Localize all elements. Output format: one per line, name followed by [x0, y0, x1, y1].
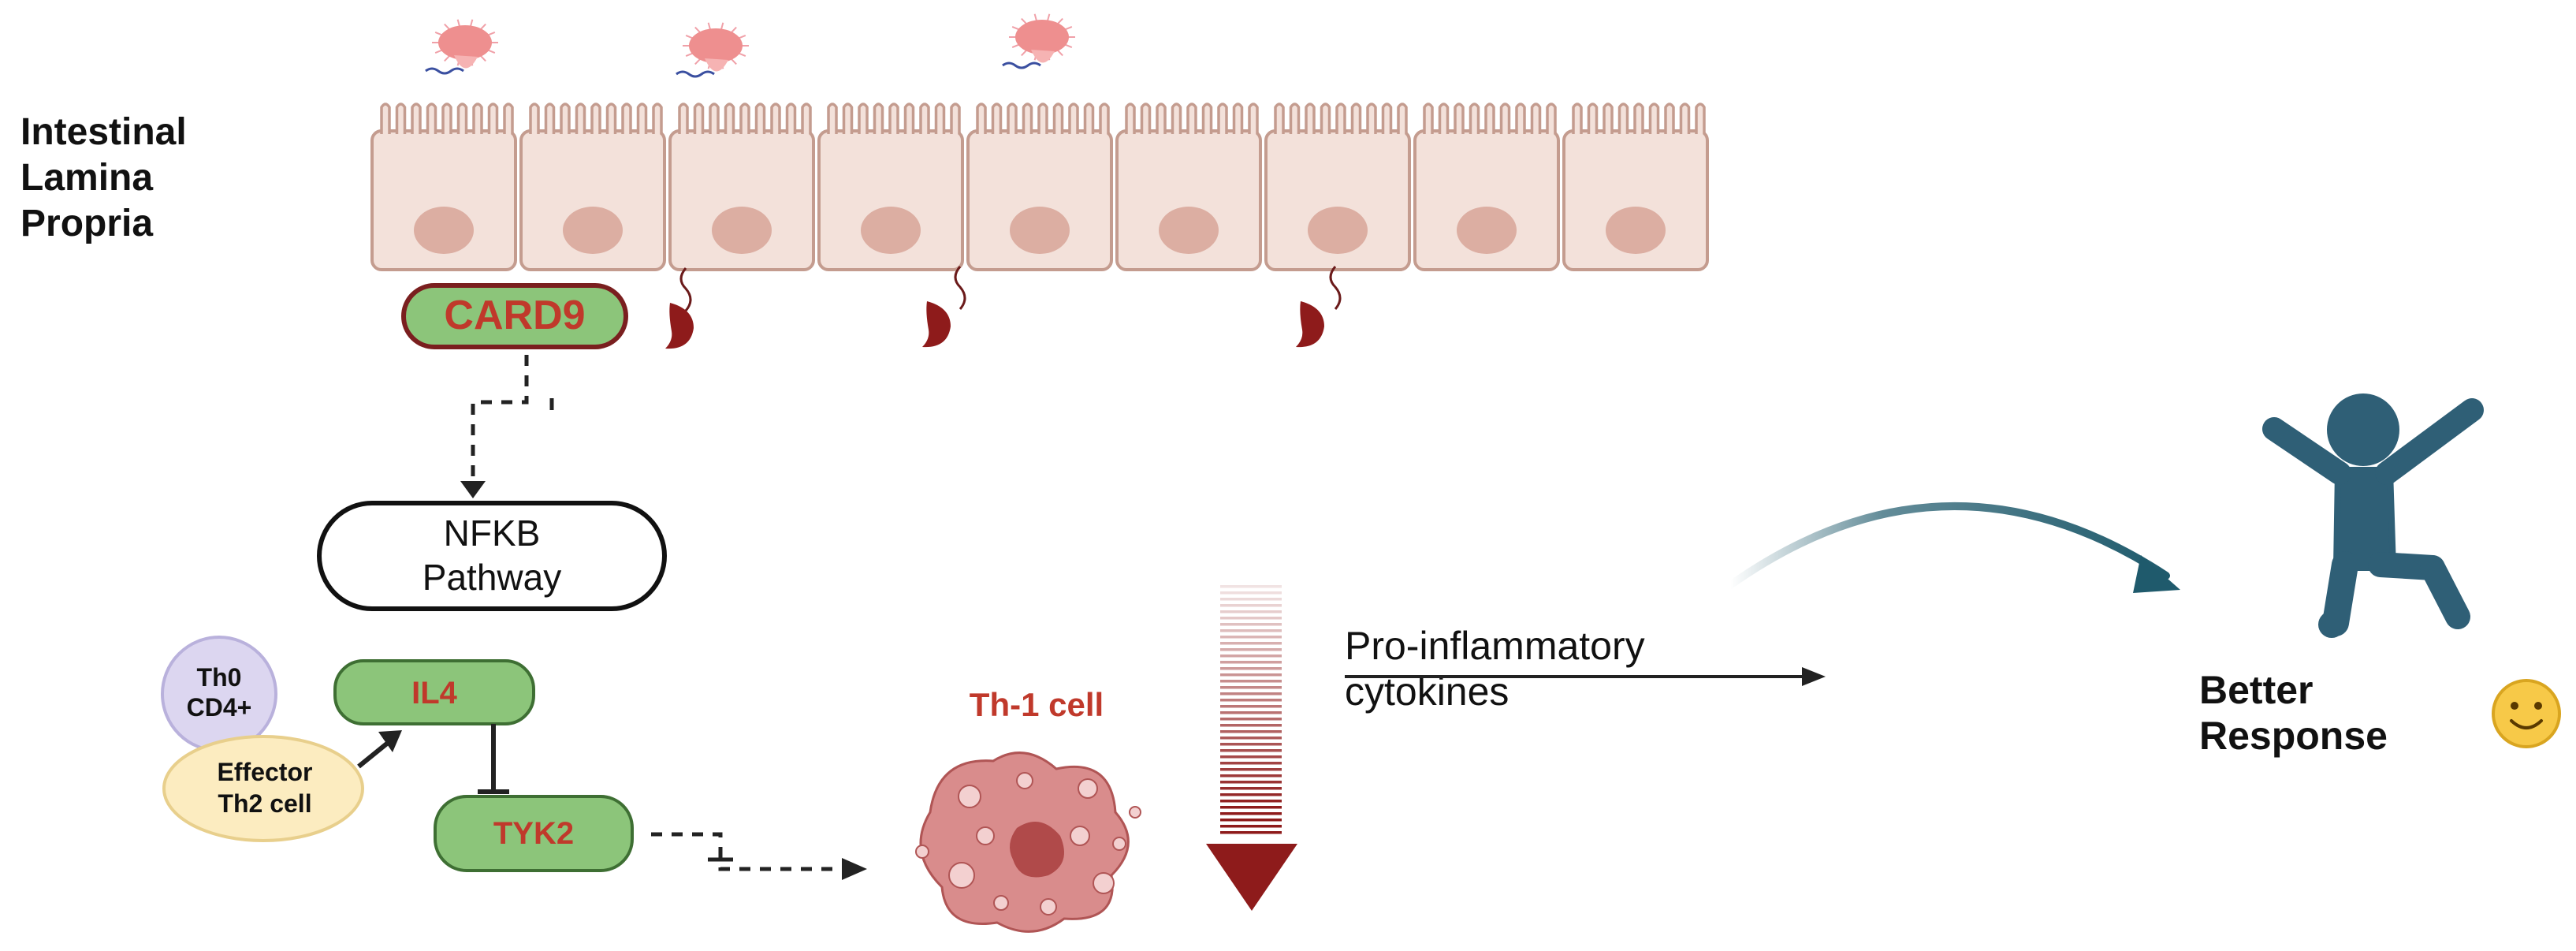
effector-th2-cell: Effector Th2 cell	[162, 735, 364, 842]
th1-cell-granule	[1093, 872, 1115, 894]
cell-nucleus	[1606, 207, 1666, 254]
cell-nucleus	[414, 207, 474, 254]
outcome-label-line-2: Response	[2199, 714, 2388, 758]
bacterium-icon	[1002, 13, 1075, 69]
region-label-line-1: Intestinal	[20, 111, 187, 153]
nfkb-label-line-1: NFKB	[444, 513, 541, 554]
card9-node: CARD9	[401, 283, 628, 349]
il4-label: IL4	[411, 676, 458, 710]
microvilli	[1572, 103, 1706, 134]
th1-cell-granule	[1078, 778, 1098, 799]
card9-label: CARD9	[444, 293, 585, 338]
cell-nucleus	[1159, 207, 1219, 254]
bacterium-icon	[676, 22, 749, 78]
il4-node: IL4	[333, 659, 535, 725]
epithelial-cell	[1264, 103, 1411, 271]
effector-label-line-2: Th2 cell	[218, 789, 311, 818]
nfkb-pathway-node: NFKB Pathway	[317, 501, 667, 611]
th1-cell-granule	[1112, 837, 1126, 851]
curved-arrow-to-response	[1726, 502, 2180, 593]
cytokines-label: Pro-inflammatory cytokines	[1345, 624, 1645, 714]
th1-cell-granule	[958, 785, 981, 808]
cell-nucleus	[712, 207, 772, 254]
microvilli	[380, 103, 514, 134]
microvilli	[976, 103, 1110, 134]
microvilli	[678, 103, 812, 134]
outcome-label-line-1: Better	[2199, 668, 2313, 712]
th1-cell-nucleus	[1010, 822, 1064, 878]
region-label-line-2: Lamina	[20, 157, 153, 199]
region-label-line-3: Propria	[20, 203, 153, 244]
cell-nucleus	[1457, 207, 1517, 254]
cell-nucleus	[1308, 207, 1368, 254]
cell-nucleus	[861, 207, 921, 254]
person-celebrating-icon	[2262, 393, 2484, 638]
th1-cell-granule	[1040, 898, 1057, 916]
outcome-label: Better Response	[2199, 668, 2388, 758]
immune-cell-projection	[665, 267, 694, 349]
th0-cd4-cell: Th0 CD4+	[161, 636, 277, 752]
cytokines-label-line-1: Pro-inflammatory	[1345, 624, 1645, 668]
immune-cell-projections	[665, 266, 1342, 349]
th1-cell-granule	[1070, 826, 1090, 846]
th1-cell-label: Th-1 cell	[970, 686, 1104, 723]
epithelial-cell	[519, 103, 666, 271]
immune-cell-projection	[1296, 266, 1342, 348]
microvilli	[1274, 103, 1408, 134]
cell-nucleus	[1010, 207, 1070, 254]
epithelial-cell	[668, 103, 815, 271]
cell-nucleus	[563, 207, 623, 254]
effector-to-il4-arrow	[357, 730, 402, 769]
cytokines-arrow	[1345, 667, 1826, 686]
effector-label-line-1: Effector	[218, 758, 313, 786]
th1-cell-granule	[915, 845, 929, 859]
epithelial-cell	[370, 103, 517, 271]
epithelial-cell	[966, 103, 1113, 271]
smiley-face-icon	[2492, 679, 2561, 748]
microbes	[425, 13, 1075, 78]
region-label: Intestinal Lamina Propria	[20, 111, 187, 244]
gradient-down-arrow-icon	[1206, 585, 1297, 911]
epithelial-cell	[1562, 103, 1709, 271]
th1-cell-granule	[948, 862, 975, 889]
th1-cell-granule	[1129, 806, 1141, 819]
il4-inhibits-tyk2	[478, 724, 509, 794]
th1-cell-granule	[993, 895, 1009, 911]
immune-cell-projection	[922, 266, 966, 348]
th1-cell-icon	[915, 751, 1141, 933]
card9-to-nfkb-arrow	[460, 355, 554, 498]
epithelial-cell	[1115, 103, 1262, 271]
th1-cell-granule	[1016, 772, 1033, 789]
tyk2-to-th1-arrow	[651, 832, 867, 880]
bacterium-icon	[425, 19, 498, 75]
th0-label-line-2: CD4+	[187, 693, 252, 722]
nfkb-label-line-2: Pathway	[423, 557, 561, 598]
microvilli	[1423, 103, 1557, 134]
epithelial-cell	[1413, 103, 1560, 271]
down-arrow-head	[1206, 844, 1297, 911]
th1-cell-granule	[976, 826, 995, 845]
tyk2-label: TYK2	[493, 816, 574, 851]
intestinal-epithelium	[370, 103, 1709, 271]
tyk2-node: TYK2	[434, 795, 634, 872]
microvilli	[529, 103, 663, 134]
th0-label-line-1: Th0	[197, 663, 242, 692]
microvilli	[1125, 103, 1259, 134]
microvilli	[827, 103, 961, 134]
epithelial-cell	[817, 103, 964, 271]
